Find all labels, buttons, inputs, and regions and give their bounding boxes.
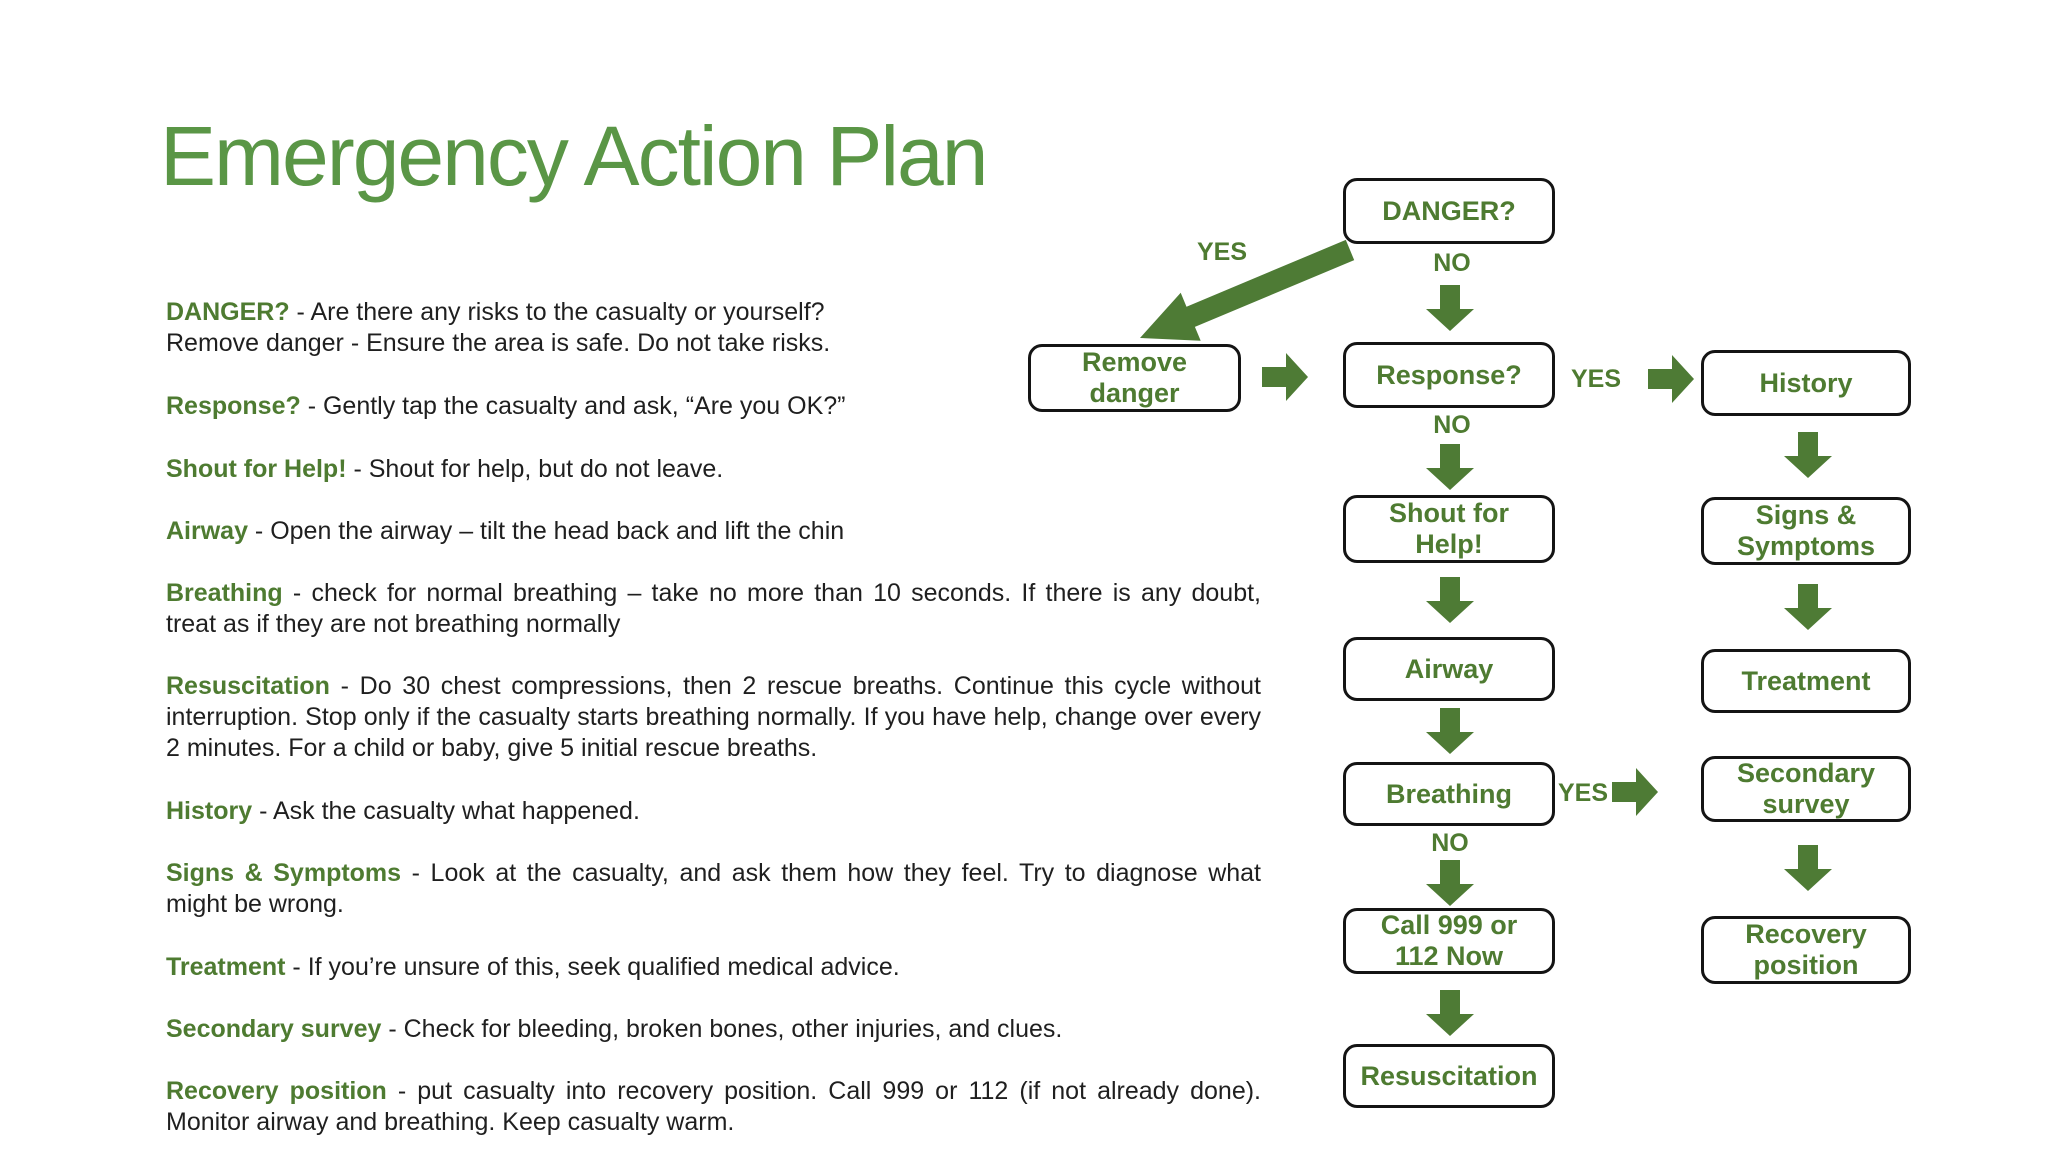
flow-box-signs-symptoms: Signs & Symptoms (1701, 497, 1911, 565)
flow-box-danger: DANGER? (1343, 178, 1555, 244)
arrow-airway-to-breathing (1426, 708, 1474, 754)
definition-term: Shout for Help! (166, 455, 347, 483)
label-yes-danger: YES (1196, 238, 1248, 266)
definition-text: - Gently tap the casualty and ask, “Are … (300, 392, 846, 420)
page-title: Emergency Action Plan (160, 109, 988, 203)
definition-item: Breathing - check for normal breathing –… (166, 578, 1261, 640)
definition-text: - Shout for help, but do not leave. (346, 455, 724, 483)
definition-text: - put casualty into recovery position. C… (166, 1077, 1261, 1136)
definition-text: - Do 30 chest compressions, then 2 rescu… (166, 672, 1261, 762)
arrow-shout-to-airway (1426, 577, 1474, 623)
flow-box-breathing: Breathing (1343, 762, 1555, 826)
label-yes-breathing: YES (1557, 779, 1609, 807)
flow-box-shout-for-help: Shout for Help! (1343, 495, 1555, 563)
arrow-signs-to-treatment (1784, 584, 1832, 630)
definition-term: Recovery position (166, 1077, 387, 1105)
definition-text: - Open the airway – tilt the head back a… (247, 517, 845, 545)
definition-item: Shout for Help! - Shout for help, but do… (166, 454, 1261, 485)
definition-item: Airway - Open the airway – tilt the head… (166, 516, 1261, 547)
arrow-response-to-shout (1426, 444, 1474, 490)
definition-term: History (166, 797, 253, 825)
definition-term: Treatment (166, 953, 286, 981)
flow-box-recovery-position: Recovery position (1701, 916, 1911, 984)
definition-term: Breathing (166, 579, 283, 607)
definition-term: DANGER? (166, 298, 290, 326)
arrow-danger-to-response (1426, 285, 1474, 331)
definition-term: Resuscitation (166, 672, 330, 700)
label-no-breathing: NO (1431, 829, 1469, 857)
flow-box-history: History (1701, 350, 1911, 416)
flow-box-call-999: Call 999 or 112 Now (1343, 908, 1555, 974)
definition-text: - Look at the casualty, and ask them how… (166, 859, 1261, 918)
flow-box-remove-danger: Remove danger (1028, 344, 1241, 412)
definition-item: History - Ask the casualty what happened… (166, 796, 1261, 827)
flow-box-resuscitation: Resuscitation (1343, 1044, 1555, 1108)
definition-text: - check for normal breathing – take no m… (166, 579, 1261, 638)
definition-item: Secondary survey - Check for bleeding, b… (166, 1014, 1261, 1045)
flow-box-airway: Airway (1343, 637, 1555, 701)
definition-item: Resuscitation - Do 30 chest compressions… (166, 671, 1261, 764)
arrow-secondary-to-recovery (1784, 845, 1832, 891)
arrow-history-to-signs (1784, 432, 1832, 478)
definition-item: Signs & Symptoms - Look at the casualty,… (166, 858, 1261, 920)
flow-box-treatment: Treatment (1701, 649, 1911, 713)
label-no-danger: NO (1433, 249, 1471, 277)
definition-term: Secondary survey (166, 1015, 382, 1043)
arrow-remove-to-response (1262, 353, 1308, 401)
definition-term: Response? (166, 392, 301, 420)
definition-text: - Check for bleeding, broken bones, othe… (381, 1015, 1063, 1043)
arrow-response-to-history (1648, 355, 1694, 403)
arrow-breathing-to-call999 (1426, 860, 1474, 906)
definition-text: - Are there any risks to the casualty or… (166, 298, 831, 357)
definition-text: - Ask the casualty what happened. (252, 797, 640, 825)
definition-item: DANGER? - Are there any risks to the cas… (166, 297, 1261, 359)
flow-box-response: Response? (1343, 342, 1555, 408)
definition-term: Signs & Symptoms (166, 859, 402, 887)
definition-item: Recovery position - put casualty into re… (166, 1076, 1261, 1138)
definition-item: Treatment - If you’re unsure of this, se… (166, 952, 1261, 983)
definition-item: Response? - Gently tap the casualty and … (166, 391, 1261, 422)
definition-term: Airway (166, 517, 248, 545)
flow-box-secondary-survey: Secondary survey (1701, 756, 1911, 822)
label-yes-response: YES (1570, 365, 1622, 393)
definition-text: - If you’re unsure of this, seek qualifi… (285, 953, 900, 981)
label-no-response: NO (1433, 411, 1471, 439)
arrow-call999-to-resuscitation (1426, 990, 1474, 1036)
